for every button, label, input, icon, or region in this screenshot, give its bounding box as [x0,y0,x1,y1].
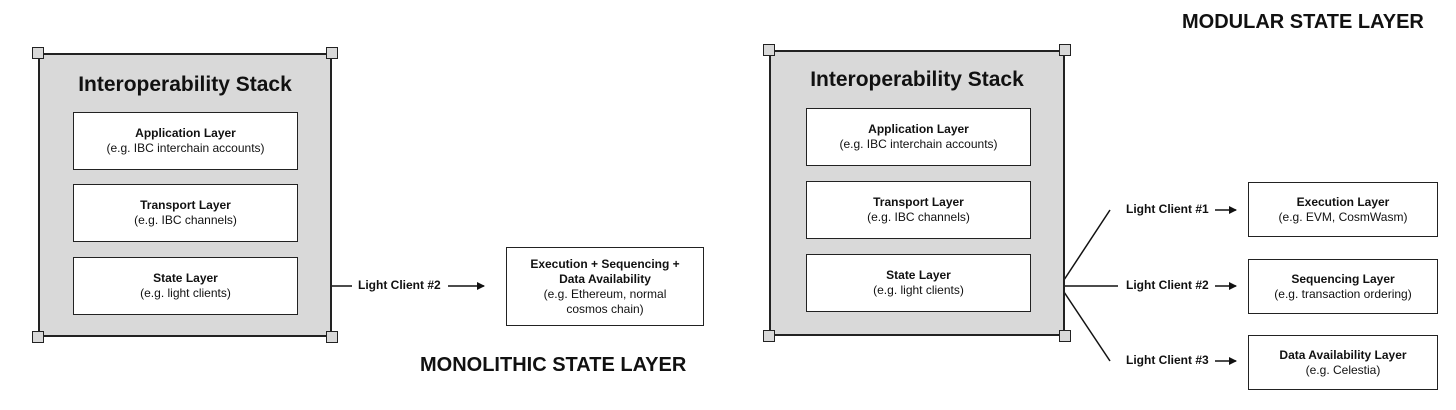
left-transport-layer-title: Transport Layer [140,198,231,212]
sequencing-layer-box: Sequencing Layer (e.g. transaction order… [1248,259,1438,314]
right-transport-layer: Transport Layer (e.g. IBC channels) [806,181,1031,239]
right-branch-1 [1059,209,1111,287]
left-application-layer-sub: (e.g. IBC interchain accounts) [106,141,265,155]
data-availability-layer-sub: (e.g. Celestia) [1305,362,1381,377]
left-stack-handle-tr[interactable] [326,47,338,59]
left-application-layer-title: Application Layer [135,126,236,140]
left-application-layer: Application Layer (e.g. IBC interchain a… [73,112,298,170]
monolithic-target-title-1: Execution + Sequencing + [530,256,680,271]
right-light-client-label-2: Light Client #2 [1123,278,1212,292]
right-stack-handle-bl[interactable] [763,330,775,342]
data-availability-layer-box: Data Availability Layer (e.g. Celestia) [1248,335,1438,390]
left-stack-title: Interoperability Stack [78,73,292,96]
right-branch-3 [1059,285,1111,362]
right-state-layer-title: State Layer [886,268,951,282]
left-stack-handle-tl[interactable] [32,47,44,59]
right-state-layer-sub: (e.g. light clients) [873,283,964,297]
left-interoperability-stack: Interoperability Stack Application Layer… [38,53,332,337]
monolithic-target-box: Execution + Sequencing + Data Availabili… [506,247,704,326]
right-interoperability-stack: Interoperability Stack Application Layer… [769,50,1065,336]
right-stack-handle-br[interactable] [1059,330,1071,342]
right-stack-handle-tl[interactable] [763,44,775,56]
execution-layer-title: Execution Layer [1296,194,1390,209]
right-transport-layer-title: Transport Layer [873,195,964,209]
left-light-client-label: Light Client #2 [355,278,444,292]
sequencing-layer-sub: (e.g. transaction ordering) [1274,286,1412,301]
left-stack-handle-br[interactable] [326,331,338,343]
left-state-layer: State Layer (e.g. light clients) [73,257,298,315]
execution-layer-sub: (e.g. EVM, CosmWasm) [1278,209,1408,224]
right-application-layer-title: Application Layer [868,122,969,136]
right-application-layer-sub: (e.g. IBC interchain accounts) [839,137,998,151]
left-transport-layer-sub: (e.g. IBC channels) [134,213,237,227]
left-state-layer-title: State Layer [153,271,218,285]
left-transport-layer: Transport Layer (e.g. IBC channels) [73,184,298,242]
modular-heading: MODULAR STATE LAYER [1182,11,1424,33]
right-stack-handle-tr[interactable] [1059,44,1071,56]
execution-layer-box: Execution Layer (e.g. EVM, CosmWasm) [1248,182,1438,237]
monolithic-target-sub-1: (e.g. Ethereum, normal [543,286,667,301]
left-stack-handle-bl[interactable] [32,331,44,343]
right-stack-title: Interoperability Stack [810,68,1024,91]
left-state-layer-sub: (e.g. light clients) [140,286,231,300]
right-state-layer: State Layer (e.g. light clients) [806,254,1031,312]
right-transport-layer-sub: (e.g. IBC channels) [867,210,970,224]
right-application-layer: Application Layer (e.g. IBC interchain a… [806,108,1031,166]
monolithic-target-title-2: Data Availability [559,271,651,286]
data-availability-layer-title: Data Availability Layer [1279,347,1407,362]
monolithic-target-sub-2: cosmos chain) [566,301,644,316]
right-light-client-label-3: Light Client #3 [1123,353,1212,367]
monolithic-heading: MONOLITHIC STATE LAYER [420,354,687,376]
right-light-client-label-1: Light Client #1 [1123,202,1212,216]
sequencing-layer-title: Sequencing Layer [1291,271,1395,286]
